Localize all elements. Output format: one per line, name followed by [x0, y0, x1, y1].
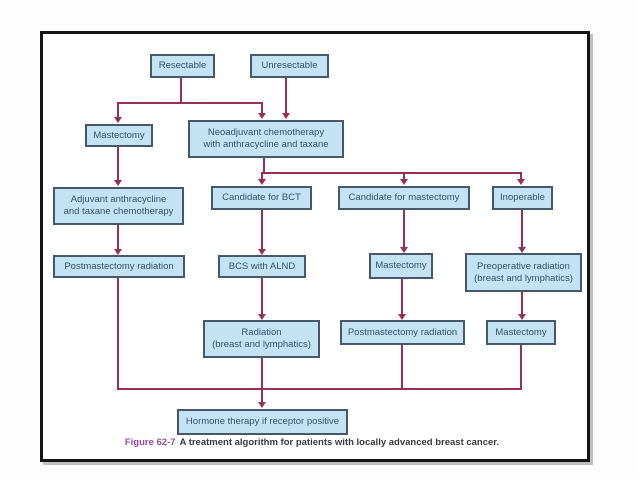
connector-neoadjuvant-fan — [261, 172, 522, 174]
arrowhead-candidate-bct — [258, 179, 266, 185]
arrowhead-mastectomy-right — [518, 314, 526, 320]
connector-preop-to-mastectomy-right — [521, 292, 523, 315]
connector-resectable-to-neoadj — [261, 102, 263, 114]
arrowhead-neoadj-left — [258, 113, 266, 119]
connector-mastectomy-right-to-bus — [520, 345, 522, 389]
connector-to-candidate-mastectomy — [403, 172, 405, 181]
connector-bct-to-bcs — [261, 210, 263, 250]
arrowhead-mastectomy-middle — [400, 247, 408, 253]
node-postmastectomy-radiation-middle: Postmastectomy radiation — [340, 320, 465, 345]
arrowhead-bcs — [258, 249, 266, 255]
node-mastectomy-middle: Mastectomy — [369, 253, 433, 279]
connector-adjuvant-to-postmast-left — [117, 225, 119, 250]
figure-caption-label: Figure 62-7 — [124, 437, 176, 448]
arrowhead-candidate-mastectomy — [400, 179, 408, 185]
connector-inoperable-to-preop — [521, 210, 523, 248]
connector-neoadjuvant-stem — [263, 158, 265, 173]
arrowhead-adjuvant — [114, 180, 122, 186]
arrowhead-inoperable — [517, 179, 525, 185]
figure-caption-text: A treatment algorithm for patients with … — [179, 437, 500, 448]
connector-bus — [117, 388, 522, 390]
connector-mastectomy-to-adjuvant — [117, 147, 119, 181]
arrowhead-hormone — [258, 402, 266, 408]
node-candidate-for-mastectomy: Candidate for mastectomy — [338, 186, 470, 210]
node-resectable: Resectable — [150, 54, 215, 78]
node-postmastectomy-radiation-left: Postmastectomy radiation — [53, 255, 185, 278]
node-adjuvant-chemotherapy: Adjuvant anthracycline and taxane chemot… — [53, 187, 184, 225]
connector-resectable-stem — [180, 78, 182, 103]
connector-mastectomy-to-postmast — [401, 279, 403, 315]
connector-radiation-to-hormone — [261, 358, 263, 403]
connector-to-candidate-bct — [261, 172, 263, 181]
node-bcs-with-alnd: BCS with ALND — [218, 255, 306, 278]
node-unresectable: Unresectable — [250, 54, 329, 78]
connector-postmast-left-to-bus — [117, 278, 119, 389]
connector-unresectable-to-neoadj — [285, 78, 287, 114]
arrowhead-preoperative — [518, 247, 526, 253]
figure-border-panel: Resectable Unresectable Mastectomy Neoad… — [40, 31, 590, 462]
node-mastectomy-upper-left: Mastectomy — [85, 124, 153, 147]
arrowhead-neoadj-right — [282, 113, 290, 119]
connector-to-mastectomy-upper — [117, 102, 119, 118]
connector-to-inoperable — [520, 172, 522, 181]
node-preoperative-radiation: Preoperative radiation (breast and lymph… — [465, 253, 582, 292]
arrowhead-mastectomy-upper — [114, 117, 122, 123]
connector-resectable-branch — [117, 102, 263, 104]
arrowhead-postmast-middle — [398, 314, 406, 320]
arrowhead-radiation — [258, 314, 266, 320]
node-radiation-breast-lymphatics: Radiation (breast and lymphatics) — [203, 320, 320, 358]
node-mastectomy-right: Mastectomy — [486, 320, 556, 345]
node-hormone-therapy: Hormone therapy if receptor positive — [177, 409, 348, 435]
node-inoperable: Inoperable — [492, 186, 553, 210]
arrowhead-postmast-left — [114, 249, 122, 255]
connector-bcs-to-radiation — [261, 278, 263, 315]
node-neoadjuvant-chemotherapy: Neoadjuvant chemotherapy with anthracycl… — [188, 120, 344, 158]
connector-candmast-to-mastectomy — [403, 210, 405, 248]
connector-postmast-middle-to-bus — [401, 345, 403, 389]
node-candidate-for-bct: Candidate for BCT — [211, 186, 312, 210]
